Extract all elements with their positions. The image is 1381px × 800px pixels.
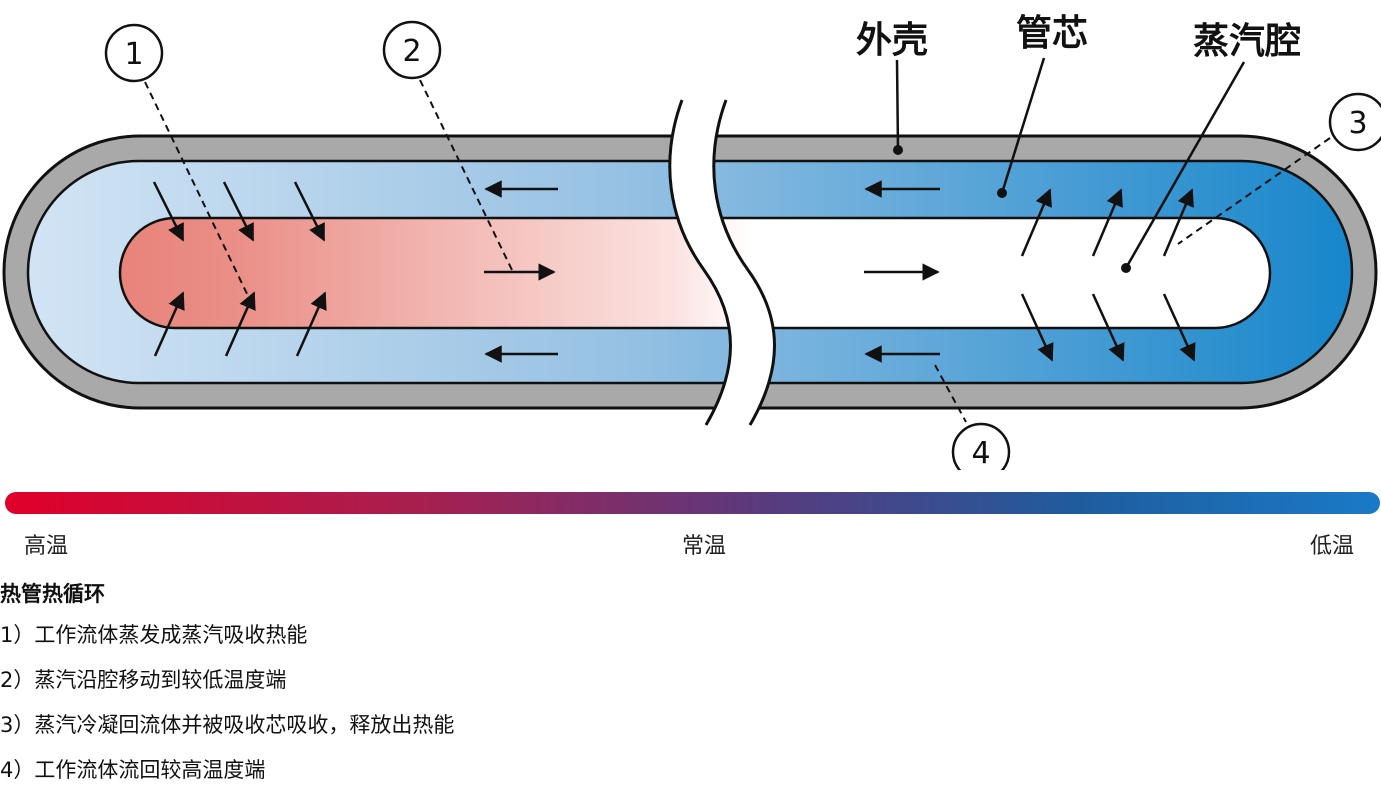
vapor-pointer-dot — [1121, 263, 1131, 273]
callout-4-number: 4 — [971, 436, 990, 470]
condensation-arrows — [1020, 188, 1196, 362]
callout-2: 2 — [382, 20, 442, 80]
vapor-cavity-label: 蒸汽腔 — [1193, 21, 1301, 62]
callout-1: 1 — [104, 23, 164, 83]
temp-high-label: 高温 — [24, 534, 69, 559]
temperature-gradient-bar — [5, 492, 1380, 514]
cycle-legend: 热管热循环 1）工作流体蒸发成蒸汽吸收热能 2）蒸汽沿腔移动到较低温度端 3）蒸… — [0, 578, 454, 800]
callout-2-number: 2 — [402, 34, 421, 69]
callout-leaders — [144, 79, 1331, 423]
callout-3: 3 — [1328, 92, 1381, 152]
legend-step-2: 2）蒸汽沿腔移动到较低温度端 — [0, 668, 287, 692]
callout-3-number: 3 — [1348, 106, 1367, 141]
temp-ambient-label: 常温 — [682, 534, 727, 559]
legend-step-4: 4）工作流体流回较高温度端 — [0, 758, 266, 782]
wick-label: 管芯 — [1016, 13, 1088, 54]
liquid-return-arrows — [484, 180, 940, 363]
shell-label: 外壳 — [856, 20, 928, 61]
legend-title: 热管热循环 — [0, 582, 105, 606]
legend-step-1: 1）工作流体蒸发成蒸汽吸收热能 — [0, 623, 308, 647]
heat-pipe-diagram: 1 2 3 4 外壳 管芯 蒸汽腔 — [2, 13, 1381, 470]
legend-step-3: 3）蒸汽冷凝回流体并被吸收芯吸收，释放出热能 — [0, 713, 455, 737]
part-leaders — [895, 57, 1246, 269]
shell-pointer-dot — [893, 145, 903, 155]
pipe-break — [669, 100, 775, 425]
temp-low-label: 低温 — [1310, 534, 1355, 559]
wick-pointer-dot — [997, 188, 1007, 198]
callout-4: 4 — [951, 422, 1011, 470]
evaporation-arrows — [152, 181, 327, 357]
callout-1-number: 1 — [124, 37, 143, 72]
